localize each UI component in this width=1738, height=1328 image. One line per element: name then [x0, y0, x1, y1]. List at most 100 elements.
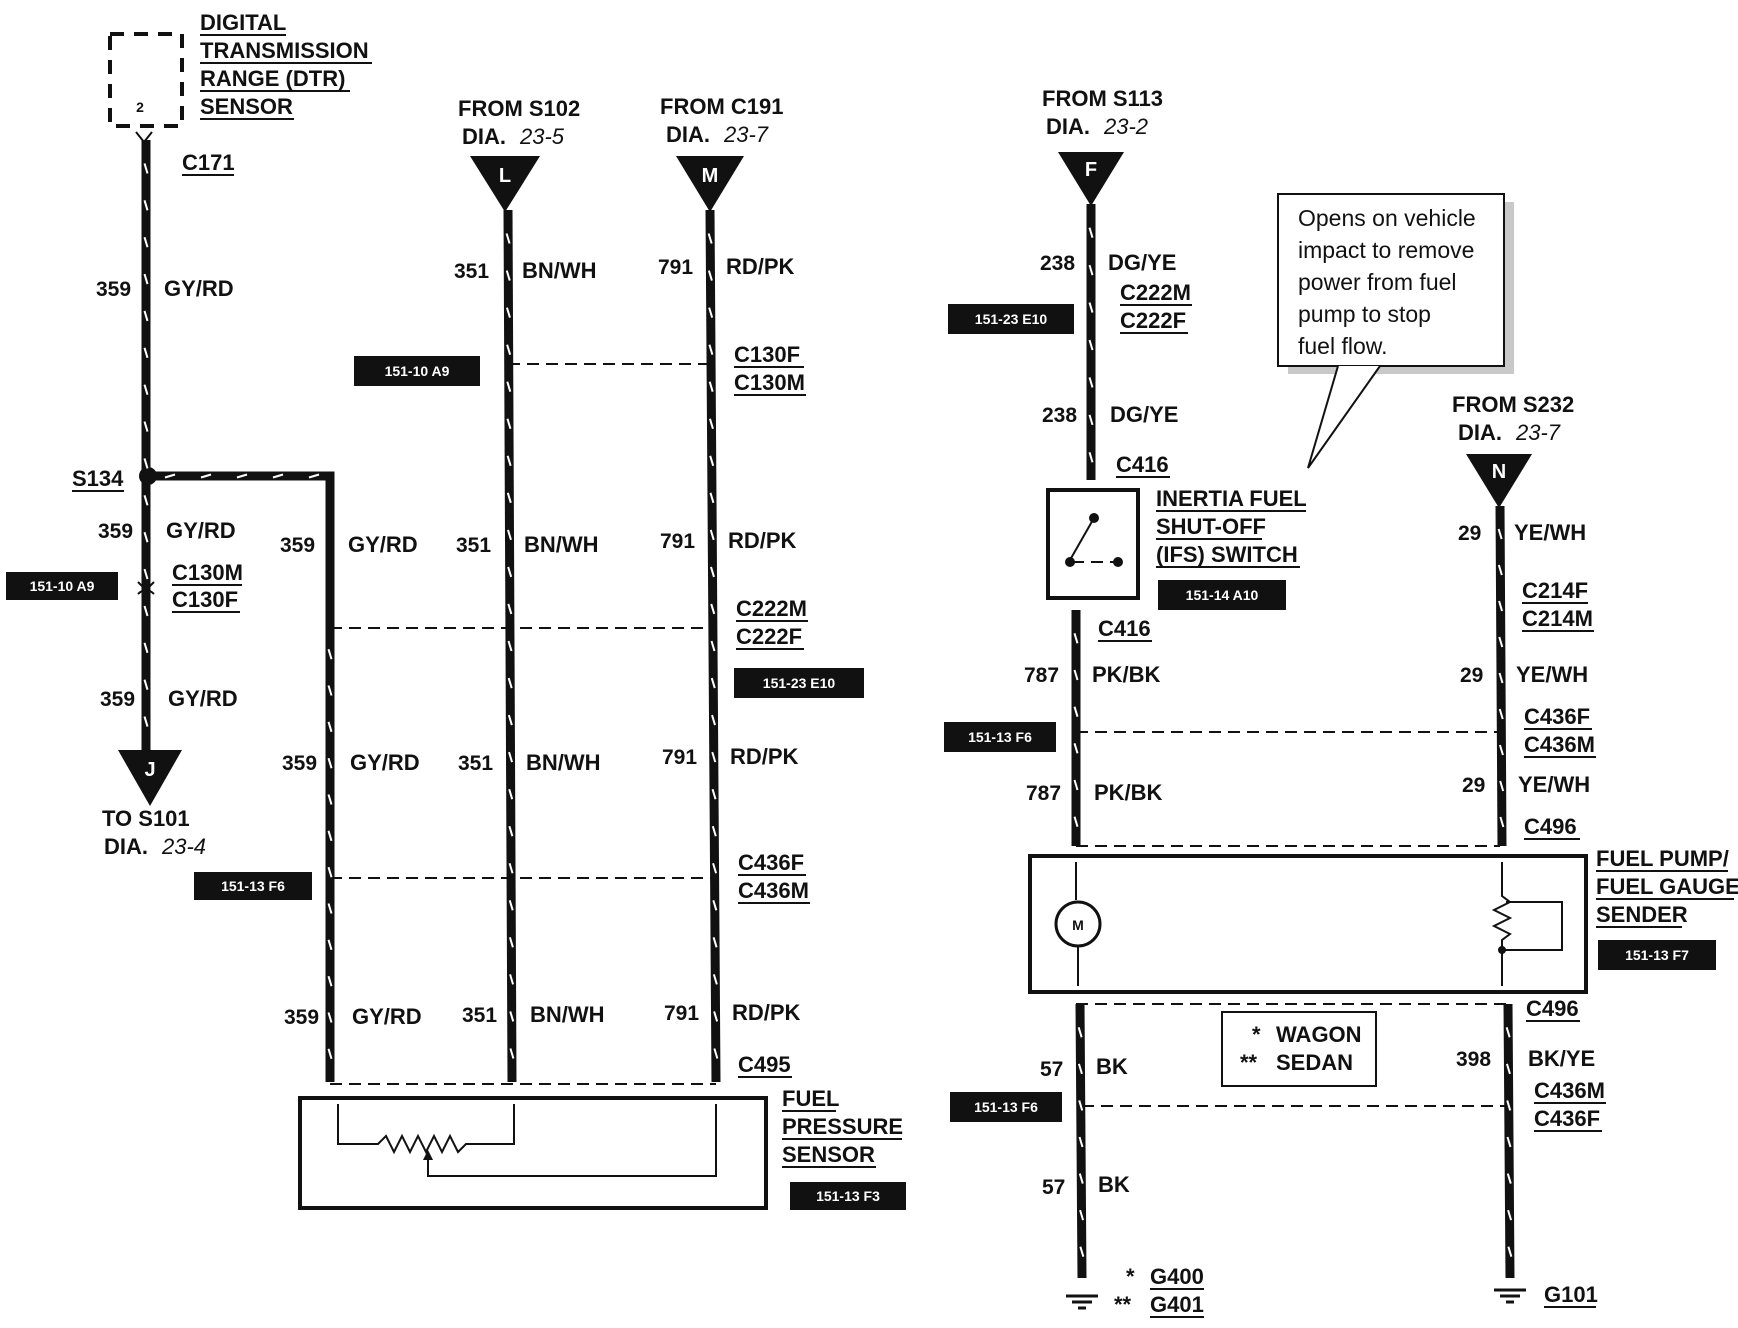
ifs-label-3: (IFS) SWITCH: [1156, 542, 1298, 567]
sensor-wiper: [427, 1104, 717, 1177]
fuel-pressure-sensor-box: [298, 1096, 768, 1210]
c416-top: C416: [1116, 452, 1169, 477]
w359-num-4: 359: [280, 534, 315, 557]
c496-bottom: C496: [1526, 996, 1579, 1021]
wire-tick: [308, 473, 320, 479]
ref-151-14-a10-text: 151-14 A10: [1186, 587, 1259, 603]
wire-tick: [1088, 414, 1094, 426]
g101-label: G101: [1544, 1282, 1598, 1307]
wire-tick: [708, 418, 714, 430]
sender-wiper-dot: [1498, 946, 1506, 954]
from-s232-dia: DIA.: [1458, 420, 1502, 445]
w359-num-3: 359: [100, 688, 135, 711]
wire-tick: [509, 974, 515, 985]
ref-151-23-e10-right: [948, 304, 1074, 334]
wire-tick: [508, 862, 514, 874]
wire-tick: [1499, 816, 1505, 828]
w359-color-6: GY/RD: [352, 1004, 422, 1029]
wire-tick: [143, 236, 149, 248]
wire-tick: [164, 473, 176, 479]
ref-151-13-f6-right-text: 151-13 F6: [968, 729, 1032, 745]
wire-tick: [711, 751, 717, 763]
wire-tick: [508, 751, 513, 763]
ref-151-13-f6-mid-text: 151-13 F6: [221, 878, 285, 894]
c436m-right: C436M: [1524, 732, 1595, 757]
wire-tick: [143, 531, 149, 543]
w238-color-2: DG/YE: [1110, 402, 1178, 427]
wire-tick: [507, 714, 513, 726]
c171-label: C171: [182, 150, 235, 175]
legend-sedan: SEDAN: [1276, 1050, 1353, 1075]
sender-resistor: [1491, 862, 1513, 986]
w29-num-2: 29: [1460, 664, 1483, 687]
g401-label: G401: [1150, 1292, 1204, 1317]
wire-tick: [327, 866, 333, 878]
triangle-m-letter: M: [702, 165, 719, 187]
wire-tick: [143, 458, 149, 469]
dtr-title-2: TRANSMISSION: [200, 38, 369, 63]
ground-left-icon: [1066, 1294, 1098, 1310]
fuel-pump-label-3: SENDER: [1596, 902, 1688, 927]
g401-mark: **: [1114, 1292, 1132, 1317]
wire-tick: [272, 473, 284, 479]
wire-tick: [327, 903, 333, 914]
wire-tick: [707, 270, 713, 281]
w787-color-1: PK/BK: [1092, 662, 1161, 687]
w791-color-1: RD/PK: [726, 254, 795, 279]
w57-num-2: 57: [1042, 1176, 1065, 1199]
w57-color-1: BK: [1096, 1054, 1128, 1079]
w29-color-3: YE/WH: [1518, 772, 1590, 797]
wire-tick: [508, 825, 514, 837]
c130m-left: C130M: [172, 560, 243, 585]
wire-tick: [1499, 780, 1505, 792]
wire-tick: [509, 1011, 515, 1022]
wire-tick: [1498, 744, 1504, 756]
w351-num-3: 351: [458, 752, 493, 775]
c416-bottom: C416: [1098, 616, 1151, 641]
callout-line-2: impact to remove: [1298, 237, 1474, 263]
wire-tick: [143, 605, 149, 617]
from-c191-label: FROM C191: [660, 94, 783, 119]
wire-tick: [143, 310, 149, 322]
wire-tick: [327, 648, 333, 660]
w787-num-2: 787: [1026, 782, 1061, 805]
c130f-mid: C130F: [734, 342, 800, 367]
triangle-m: [676, 156, 744, 212]
c130-left-connector: [137, 581, 155, 595]
w359-color-3: GY/RD: [168, 686, 238, 711]
c130f-left: C130F: [172, 587, 238, 612]
legend-wagon-mark: *: [1252, 1022, 1261, 1047]
sensor-wiper-arrow: [423, 1150, 433, 1160]
c495-label: C495: [738, 1052, 791, 1077]
wire-tick: [1498, 636, 1504, 648]
ref-151-13-f3-text: 151-13 F3: [816, 1188, 880, 1204]
w359-num-5: 359: [282, 752, 317, 775]
wire-tick: [505, 233, 511, 244]
wire-tick: [1078, 1100, 1084, 1111]
wire-tick: [709, 529, 715, 541]
dtr-sensor-box: [108, 32, 184, 128]
c222m-mid: C222M: [736, 596, 807, 621]
dtr-title-3: RANGE (DTR): [200, 66, 345, 91]
w238-num-2: 238: [1042, 404, 1077, 427]
w791-color-3: RD/PK: [730, 744, 799, 769]
w359-num-6: 359: [284, 1006, 319, 1029]
wire-tick: [1505, 1026, 1511, 1038]
wire-tick: [327, 794, 333, 805]
wire-tick: [712, 974, 718, 985]
c222f-right: C222F: [1120, 308, 1186, 333]
triangle-j-letter: J: [144, 759, 155, 781]
wire-tick: [1088, 377, 1094, 388]
w398-num: 398: [1456, 1048, 1491, 1071]
ref-151-14-a10: [1158, 580, 1286, 610]
from-s102-dia-ref: 23-5: [519, 124, 565, 149]
wire-tick: [143, 421, 149, 432]
from-c191-dia-ref: 23-7: [723, 122, 769, 147]
wire-tick: [505, 307, 511, 318]
dtr-title-1: DIGITAL: [200, 10, 286, 35]
from-s102-label: FROM S102: [458, 96, 580, 121]
wire-tick: [710, 677, 716, 689]
from-s232-dia-ref: 23-7: [1515, 420, 1561, 445]
wire-tick: [712, 862, 718, 874]
to-s101-label: TO S101: [102, 806, 190, 831]
